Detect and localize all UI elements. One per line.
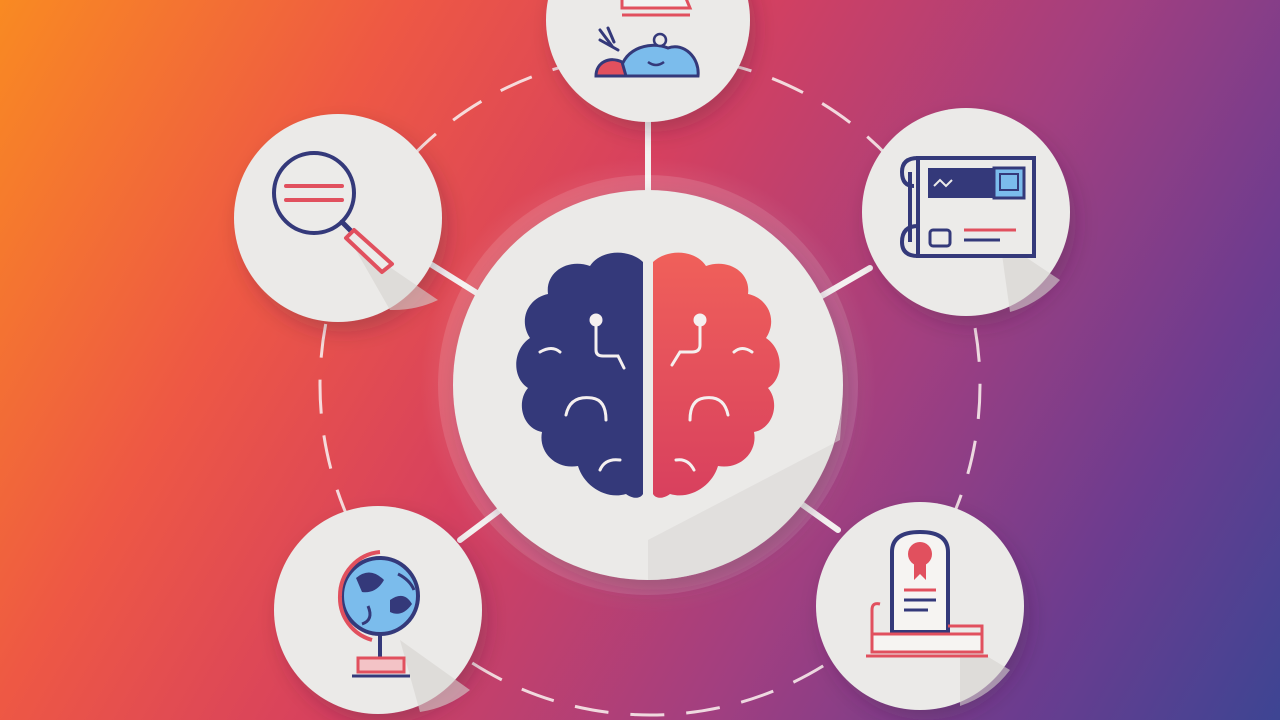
upper-left-node bbox=[234, 114, 442, 322]
upper-right-node bbox=[862, 108, 1070, 316]
globe-icon bbox=[337, 550, 420, 678]
magnifier-icon bbox=[272, 151, 394, 274]
orbit-ring bbox=[318, 53, 982, 717]
top-node bbox=[546, 0, 750, 122]
blueprint-scroll-icon bbox=[899, 156, 1036, 258]
certificate-icon bbox=[866, 529, 988, 658]
brain-icon bbox=[516, 252, 780, 498]
center-node bbox=[420, 157, 876, 613]
landscape-sculpture-icon bbox=[594, 0, 700, 78]
lower-right-node bbox=[816, 502, 1024, 710]
lower-left-node bbox=[274, 506, 482, 714]
